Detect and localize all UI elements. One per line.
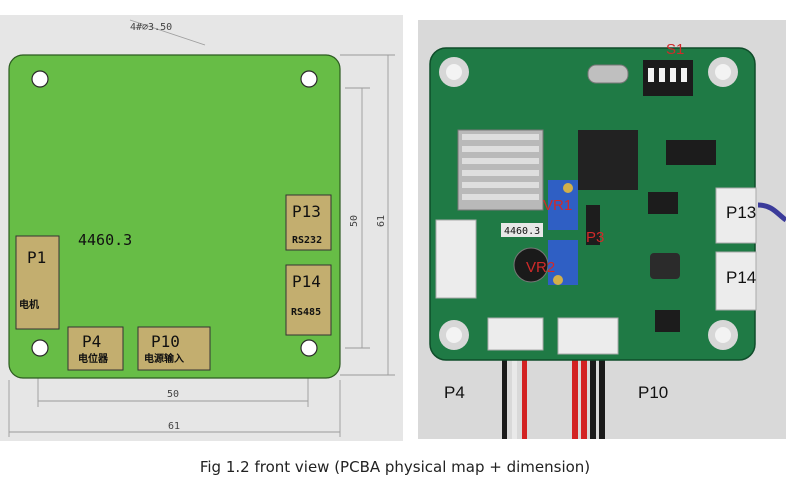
connector-p14-label: P14 <box>292 272 321 291</box>
ic-rs485 <box>655 310 680 332</box>
mount-hole-bottom-left <box>31 339 49 357</box>
cad-drawing-panel: 4#∅3.50 50 61 50 61 4460.3 P1 电机 P4 电位器 … <box>0 15 403 441</box>
trimmer-vr2 <box>548 240 578 285</box>
dim-height-inner: 50 <box>349 215 360 227</box>
label-p13: P13 <box>726 203 756 222</box>
inductor <box>650 253 680 279</box>
figure-caption: Fig 1.2 front view (PCBA physical map + … <box>199 458 591 476</box>
wire-bundle-p10 <box>572 350 605 439</box>
pcba-photo-panel: 4460.3 S1 VR1 P3 VR2 P13 P14 P4 P10 <box>418 20 786 439</box>
connector-p1 <box>15 235 60 330</box>
connector-p13 <box>285 194 332 251</box>
board-silkscreen-text: 4460.3 <box>504 226 540 237</box>
ic-rs232 <box>666 140 716 165</box>
label-p4: P4 <box>444 383 465 402</box>
connector-p4-sub: 电位器 <box>78 352 109 365</box>
connector-p10 <box>137 326 211 371</box>
connector-p14-photo <box>715 251 757 311</box>
crystal-oscillator <box>587 64 629 84</box>
pcb-board-outline <box>8 54 341 379</box>
pcba-photo: 4460.3 S1 VR1 P3 VR2 P13 P14 P4 P10 <box>429 41 786 439</box>
mount-hole-top-left <box>31 70 49 88</box>
dim-width-inner: 50 <box>167 389 179 400</box>
dim-height-outer: 61 <box>376 215 387 227</box>
board-name: 4460.3 <box>78 231 132 249</box>
label-s1: S1 <box>666 41 684 58</box>
connector-p10-photo <box>557 317 619 355</box>
label-p10: P10 <box>638 383 668 402</box>
connector-p13-label: P13 <box>292 202 321 221</box>
connector-p1-photo <box>435 219 477 299</box>
connector-p1-sub: 电机 <box>19 298 39 311</box>
connector-p4 <box>67 326 124 371</box>
dimension-lines <box>8 19 395 437</box>
connector-p14-sub: RS485 <box>291 307 321 318</box>
dim-width-outer: 61 <box>168 421 180 432</box>
connector-p10-label: P10 <box>151 332 180 351</box>
connector-p10-sub: 电源输入 <box>144 352 184 365</box>
connector-p13-photo <box>715 187 757 244</box>
ic-driver <box>648 192 678 214</box>
board-silkscreen-box <box>501 223 543 237</box>
connector-p4-label: P4 <box>82 332 101 351</box>
cable-p13 <box>757 202 786 223</box>
label-p14: P14 <box>726 268 756 287</box>
header-p3 <box>586 205 600 245</box>
hole-callout: 4#∅3.50 <box>130 22 172 33</box>
wire-bundle-p4 <box>502 345 527 439</box>
trimmer-vr1 <box>548 180 578 230</box>
label-p3: P3 <box>586 229 604 246</box>
mcu-chip <box>578 130 638 190</box>
label-vr1: VR1 <box>543 197 572 214</box>
mount-hole-top-right <box>300 70 318 88</box>
mount-holes <box>439 57 738 350</box>
label-vr2: VR2 <box>526 259 555 276</box>
connector-p13-sub: RS232 <box>292 235 322 246</box>
cad-drawing: 4#∅3.50 50 61 50 61 4460.3 P1 电机 P4 电位器 … <box>8 19 395 437</box>
connector-p14 <box>285 264 332 336</box>
mount-hole-bottom-right <box>300 339 318 357</box>
heatsink <box>457 129 544 211</box>
connector-p4-photo <box>487 317 544 351</box>
connector-p1-label: P1 <box>27 248 46 267</box>
